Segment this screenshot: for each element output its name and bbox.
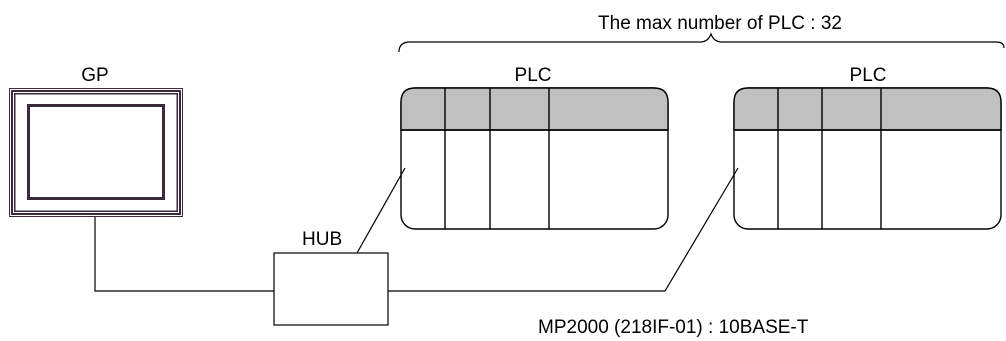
gp-device	[9, 88, 183, 217]
plc-unit-2	[733, 87, 1002, 230]
hub-to-plc-2-cable	[388, 167, 739, 292]
plc-unit-1	[400, 87, 669, 230]
hub-label: HUB	[302, 229, 342, 250]
connection-caption: MP2000 (218IF-01) : 10BASE-T	[538, 317, 809, 338]
max-plc-caption: The max number of PLC : 32	[598, 13, 842, 34]
plc-label-1: PLC	[515, 65, 552, 86]
hub-box	[273, 252, 389, 326]
plc-label-2: PLC	[850, 65, 887, 86]
plc-group-brace	[398, 32, 1005, 53]
hub-to-plc-1-cable	[356, 167, 406, 254]
gp-label: GP	[81, 65, 108, 86]
gp-to-hub-cable	[94, 217, 274, 292]
